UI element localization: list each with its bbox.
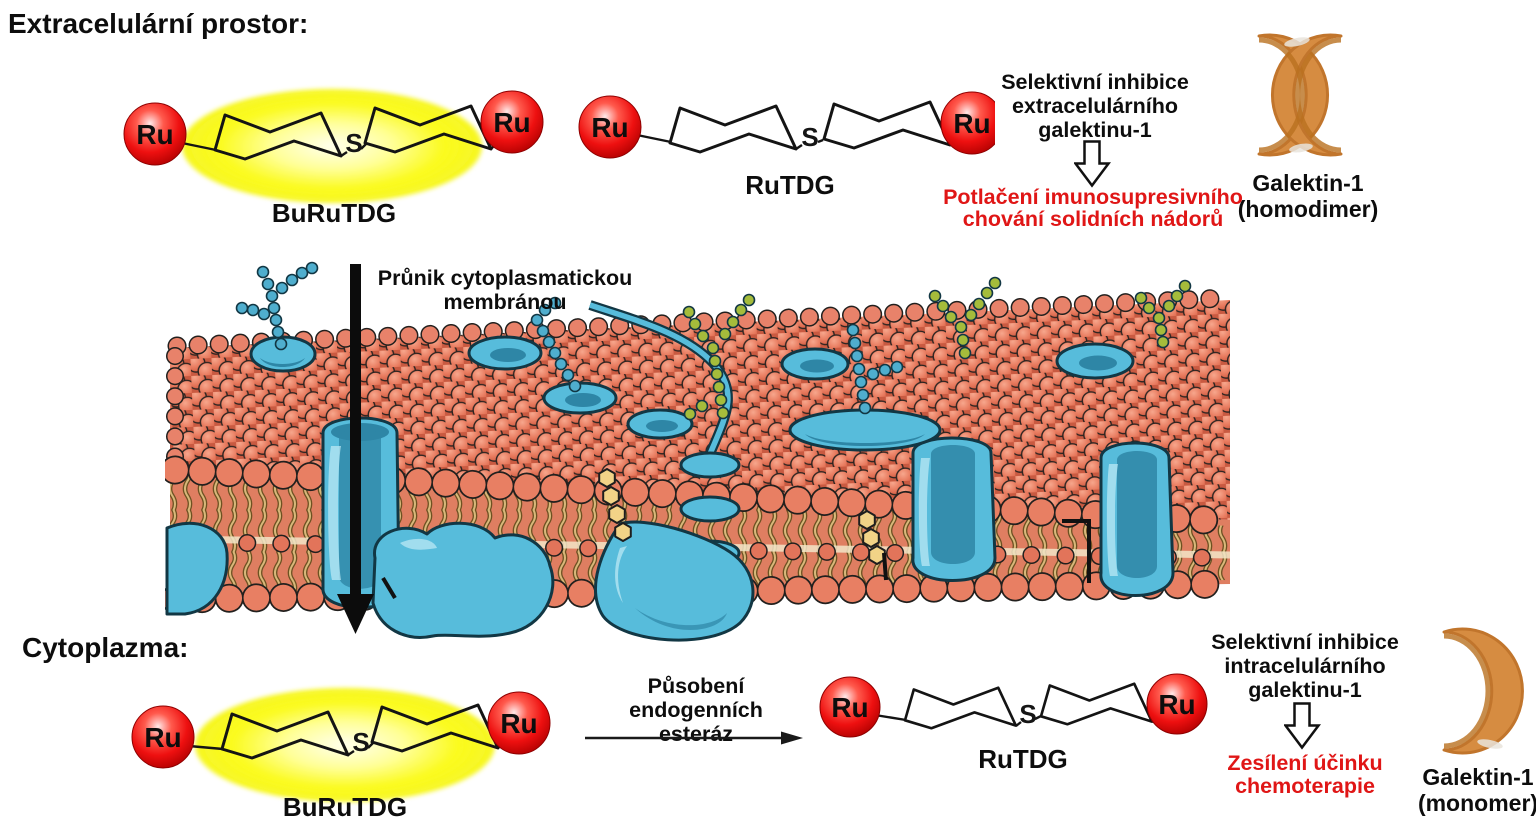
down-arrow-icon [1284,702,1321,750]
molecule-name: RuTDG [745,170,835,200]
cyclohexane-chair [1039,682,1154,726]
galectin1-monomer-shape [1442,627,1524,755]
ru-sphere [1146,673,1208,735]
cyclohexane-chair [903,686,1018,730]
esterase-label: Působení endogenních esteráz [629,674,763,746]
glycan-chain-green [682,293,756,421]
cyclohexane-chair [822,100,952,150]
reaction-arrow-icon [585,731,803,745]
membrane-illustration [165,261,1240,642]
extracellular-outcome-text: Potlačení imunosupresivního chování soli… [943,185,1243,231]
glycan-chain-blue [846,323,904,415]
sulfur-atom: S [1019,699,1036,729]
cyclohexane-chair [668,104,798,154]
molecule-name: RuTDG [978,744,1068,774]
protein-channel-right [1099,441,1175,597]
molecule-name: BuRuTDG [272,198,396,228]
protein-channel-mid [911,436,997,582]
burutdg-molecule-bottom: S Ru Ru BuRuTDG [131,688,551,821]
sulfur-atom: S [345,128,362,158]
glycan-chain-green [1134,279,1192,349]
intracellular-inhibition-text: Selektivní inhibice intracelulárního gal… [1211,630,1399,702]
ru-label: Ru [1158,689,1195,720]
ru-sphere [480,90,544,154]
corner-bracket-mark [1062,519,1091,583]
membrane-crossing-label: Průnik cytoplasmatickou membránou [377,266,633,314]
membrane-protein-blob [371,521,555,639]
teardrop-protein [594,520,755,642]
ru-sphere [123,102,187,166]
sulfur-atom: S [801,122,818,152]
glycan-chain-green [928,276,1002,360]
ru-label: Ru [953,108,990,139]
down-arrow-icon [1074,140,1111,188]
ru-label: Ru [493,107,530,138]
galectin1-homodimer-shape [1257,33,1343,157]
glycan-chain-blue [530,296,582,393]
galectin1-monomer-label: Galektin-1 (monomer) [1417,764,1536,816]
extracellular-title: Extracelulární prostor: [8,8,309,39]
burutdg-molecule-top: S Ru Ru BuRuTDG [123,89,544,228]
surface-domes [249,335,1135,452]
yellow-glow [182,89,482,203]
ru-label: Ru [144,722,181,753]
ru-sphere [940,91,995,155]
ru-sphere [819,676,881,738]
ru-sphere [578,95,642,159]
molecule-name: BuRuTDG [283,792,407,821]
ru-label: Ru [500,708,537,739]
ru-label: Ru [831,692,868,723]
cytoplasm-title: Cytoplazma: [22,632,189,663]
membrane-protein [165,521,229,616]
rutdg-molecule-bottom: S Ru Ru RuTDG [819,673,1208,774]
sterol-cluster [858,510,886,565]
ru-sphere [487,691,551,755]
tick-mark [882,552,888,581]
glycan-chain-blue [235,261,319,351]
extracellular-inhibition-text: Selektivní inhibice extracelulárního gal… [1001,70,1189,142]
intracellular-outcome-text: Zesílení účinku chemoterapie [1227,751,1383,798]
rutdg-molecule-top: S Ru Ru RuTDG [578,91,995,200]
sterol-cluster [598,468,632,542]
ru-label: Ru [136,119,173,150]
ru-label: Ru [591,112,628,143]
sulfur-atom: S [352,727,369,757]
ru-sphere [131,705,195,769]
galectin1-homodimer-label: Galektin-1 (homodimer) [1237,170,1379,222]
membrane-crossing-arrow [337,264,374,634]
tick-mark [381,576,397,600]
